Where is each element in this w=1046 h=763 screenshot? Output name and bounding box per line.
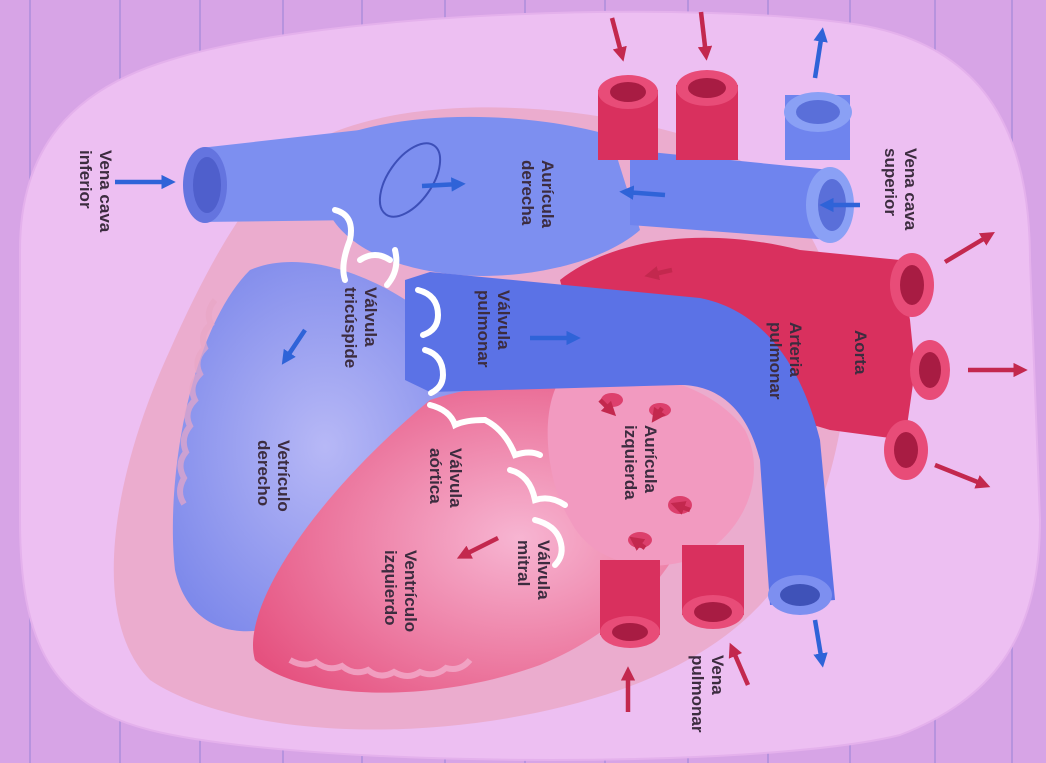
- label-ventriculo-derecho: Vetrículo derecho: [254, 440, 293, 517]
- label-auricula-derecha: Aurícula derecha: [518, 160, 557, 233]
- arrow-icon: [422, 184, 460, 186]
- arrow-icon: [625, 192, 665, 195]
- label-valvula-aortica: Válvula aórtica: [426, 448, 465, 512]
- label-aorta: Aorta: [851, 330, 870, 375]
- label-auricula-izquierda: Aurícula izquierda: [621, 425, 660, 500]
- label-ventriculo-izquierdo: Ventrículo izquierdo: [381, 550, 420, 637]
